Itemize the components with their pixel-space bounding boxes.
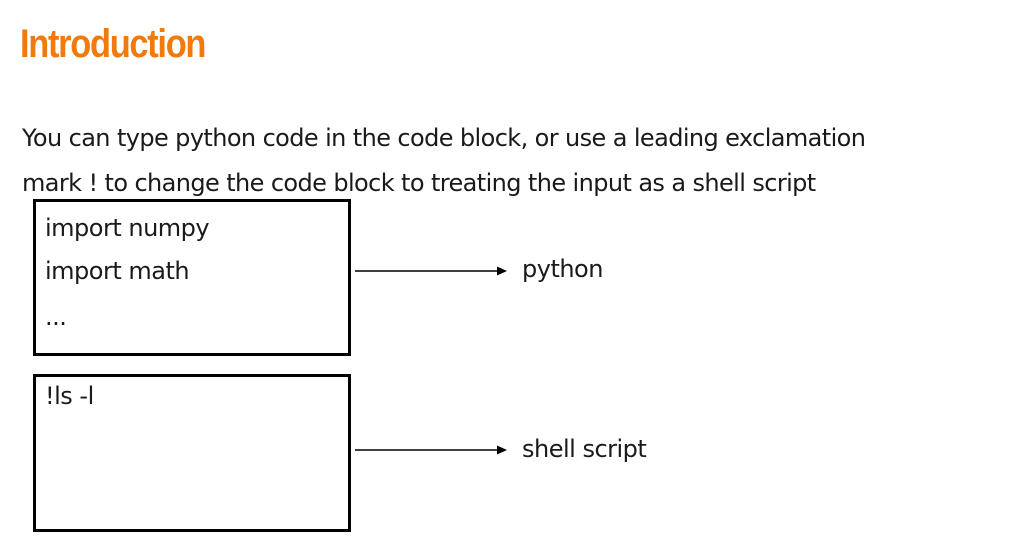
python-arrow	[355, 266, 507, 276]
code-line: import numpy	[45, 214, 210, 242]
intro-line-1: You can type python code in the code blo…	[22, 124, 866, 152]
shell-arrow	[355, 445, 507, 455]
shell-code-block: !ls -l	[33, 374, 351, 532]
code-line: import math	[45, 257, 190, 285]
intro-line-2: mark ! to change the code block to treat…	[22, 169, 816, 197]
code-line: !ls -l	[45, 382, 94, 410]
intro-text: You can type python code in the code blo…	[22, 116, 1012, 206]
shell-label: shell script	[522, 435, 647, 463]
python-label: python	[522, 255, 603, 283]
python-code-block: import numpy import math ...	[33, 199, 351, 356]
page-title: Introduction	[20, 22, 206, 66]
code-line: ...	[45, 303, 67, 331]
